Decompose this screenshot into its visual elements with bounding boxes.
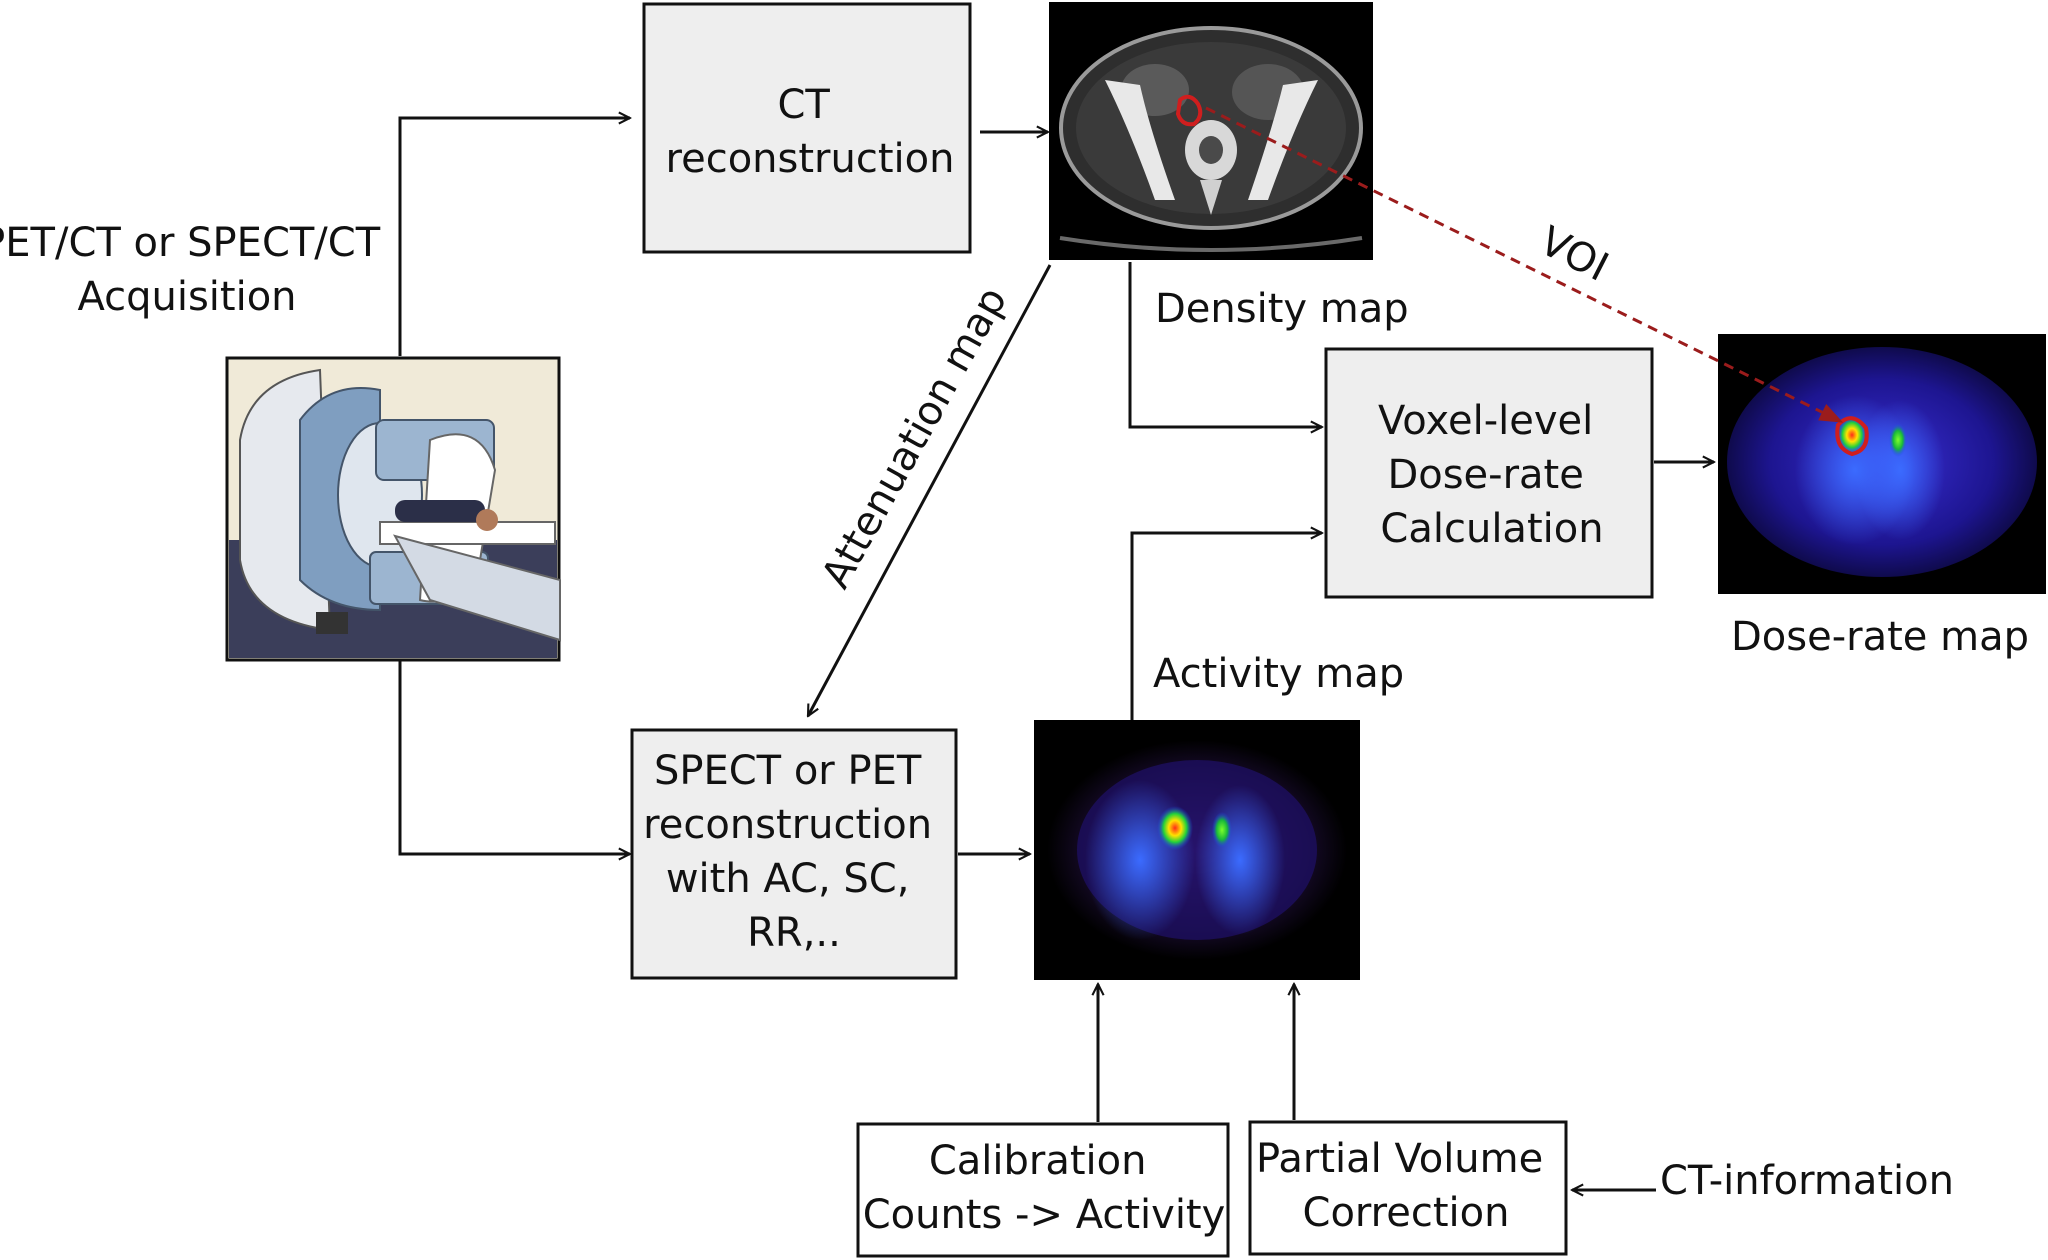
spect-pet-reconstruction-text: SPECT or PET reconstruction with AC, SC,…	[643, 748, 945, 956]
scanner-illustration	[225, 356, 561, 662]
partial-volume-box	[1248, 1120, 1568, 1256]
activity-map-image	[1034, 720, 1360, 980]
activity-map-label: Activity map	[1153, 651, 1404, 697]
ct-reconstruction-text: CT reconstruction	[666, 82, 955, 182]
acquisition-to-spect-arrow	[398, 660, 630, 854]
ct-reconstruction-box	[642, 2, 972, 254]
voxel-dose-calculation-box	[1324, 347, 1654, 599]
acquisition-to-ct-arrow	[398, 118, 630, 356]
partial-volume-text: Partial Volume Correction	[1256, 1136, 1556, 1236]
density-to-dose-arrow	[1128, 262, 1322, 427]
calibration-box	[856, 1122, 1230, 1258]
attenuation-map-arrow	[806, 264, 1052, 716]
voxel-dose-calculation-text: Voxel-level Dose-rate Calculation	[1378, 398, 1606, 552]
density-map-label: Density map	[1155, 286, 1409, 332]
voi-label: VOI	[1532, 218, 1615, 291]
ct-information-label: CT-information	[1660, 1158, 1954, 1204]
activity-to-dose-arrow	[1130, 533, 1322, 720]
ct-density-image	[1049, 2, 1373, 260]
calibration-text: Calibration Counts -> Activity	[863, 1138, 1226, 1238]
acquisition-label: PET/CT or SPECT/CT Acquisition	[0, 220, 393, 320]
dose-rate-map-label: Dose-rate map	[1731, 614, 2029, 660]
attenuation-map-label: Attenuation map	[813, 280, 1016, 596]
dose-rate-map-image	[1718, 334, 2046, 594]
spect-pet-reconstruction-box	[630, 728, 958, 980]
